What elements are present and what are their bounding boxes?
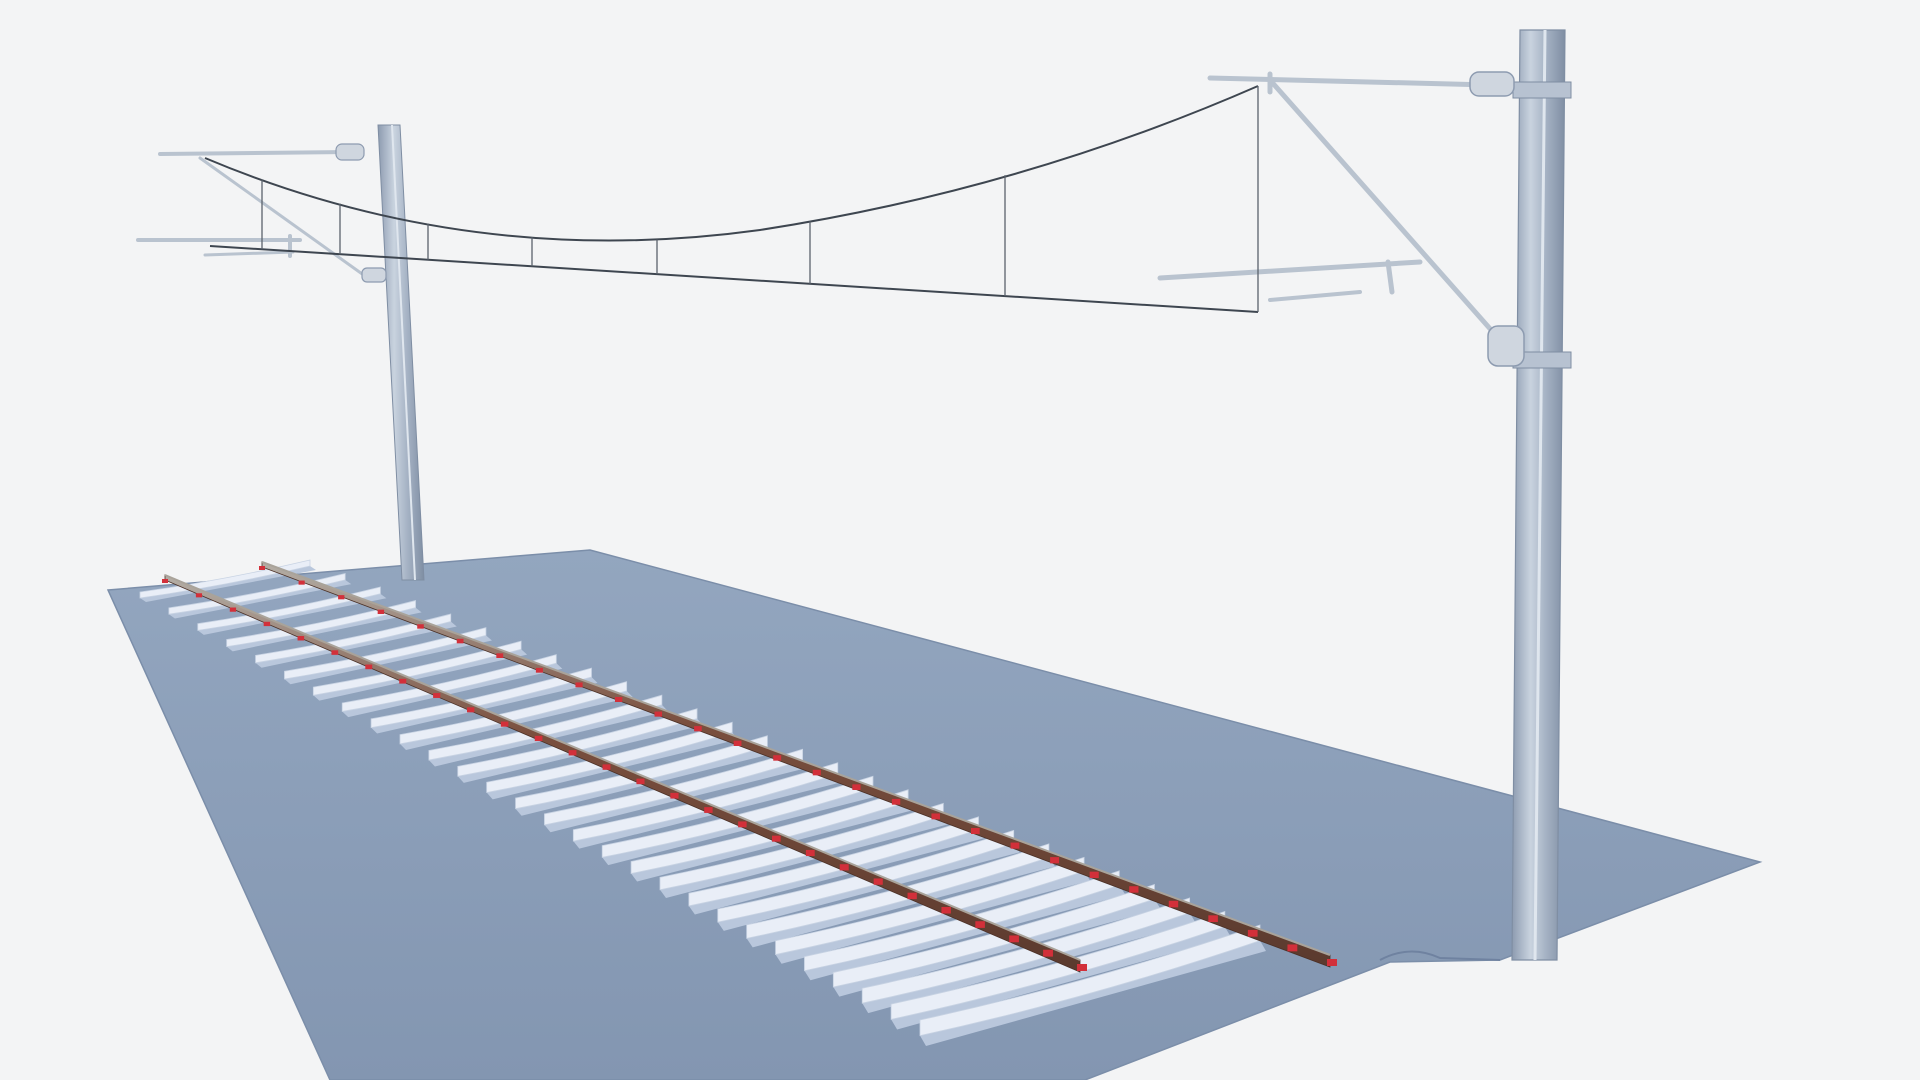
rail-fastener (694, 726, 702, 732)
rail-fastener (534, 735, 543, 742)
rail-fastener (1287, 944, 1298, 952)
rail-fastener (772, 835, 781, 842)
rail-fastener (1089, 871, 1099, 878)
rail-fastener (1129, 886, 1139, 893)
rail-fastener (417, 624, 424, 629)
rail-fastener (500, 721, 509, 727)
rail-fastener (298, 580, 305, 585)
contact-wire (209, 245, 1259, 313)
right-cantilever (1157, 71, 1503, 343)
sleeper (341, 654, 563, 718)
rail-fastener (297, 636, 305, 641)
rail-fastener (229, 607, 237, 612)
rail-fastener (873, 878, 883, 885)
sleeper (312, 640, 528, 701)
rail-fastener (535, 667, 543, 673)
rail-fastener (839, 864, 849, 871)
rail-fastener (195, 593, 203, 598)
left-rail (162, 574, 1087, 973)
rail-fastener (331, 650, 339, 655)
right-mast (1511, 29, 1572, 961)
rail-fastener (670, 792, 679, 799)
rail-fastener (456, 638, 464, 644)
rail-fastener (852, 784, 861, 790)
rail-fastener (971, 828, 980, 834)
rail-fastener (496, 653, 504, 658)
rail-fastener (1009, 935, 1019, 943)
rail-fastener (812, 769, 821, 776)
rail-fastener (568, 750, 577, 756)
right-rail (259, 561, 1337, 968)
rail-fastener (1327, 959, 1337, 966)
rail-fastener (733, 740, 742, 746)
right-insulator (1469, 71, 1525, 367)
rail-fastener (1050, 857, 1060, 864)
rail-fastener (433, 693, 441, 698)
rail-fastener (467, 707, 475, 713)
rail-fastener (259, 566, 265, 570)
sleeper (168, 573, 352, 619)
rail-fastener (602, 764, 611, 770)
rail-fastener (263, 621, 271, 627)
rail-fastener (399, 678, 407, 684)
rail-fastener (615, 697, 623, 702)
catenary-wires (204, 85, 1259, 313)
rail-fastener (931, 813, 940, 820)
rail-fastener (891, 798, 901, 805)
sleeper (399, 681, 633, 750)
left-cantilever (136, 150, 367, 278)
rail-fastener (907, 892, 917, 900)
rail-fastener (365, 664, 373, 670)
rail-fastener (1043, 949, 1053, 957)
rail-fastener (773, 755, 782, 761)
rail-fastener (975, 921, 985, 928)
rail-fastener (941, 906, 951, 914)
rail-fastener (805, 849, 815, 857)
rails (162, 561, 1337, 973)
left-mast (377, 124, 425, 581)
rail-fastener (377, 609, 385, 614)
rail-fastener (1010, 842, 1020, 849)
droppers (261, 86, 1259, 312)
rail-fastener (1247, 929, 1258, 937)
sleeper (139, 559, 316, 602)
rail-fastener (575, 682, 583, 688)
rail-fastener (1077, 964, 1087, 971)
rail-fastener (738, 821, 747, 828)
rail-fastener (338, 595, 345, 600)
rail-fastener (162, 579, 168, 583)
left-insulator (335, 143, 387, 283)
sleeper (370, 667, 598, 734)
rail-fastener (1208, 915, 1218, 922)
messenger-wire (204, 85, 1259, 242)
rail-fastener (1168, 900, 1179, 908)
railway-track (139, 559, 1337, 1046)
rail-fastener (654, 711, 663, 717)
rail-fastener (636, 778, 645, 785)
rail-fastener (704, 807, 713, 813)
